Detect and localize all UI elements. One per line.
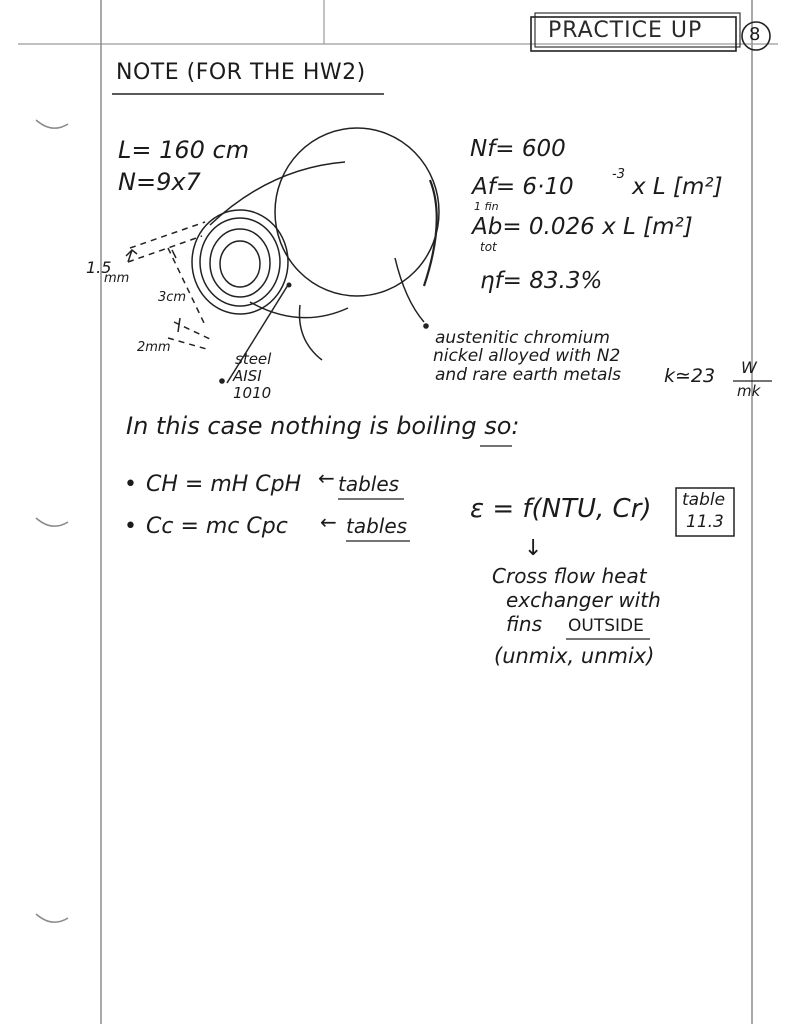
fin-area: Af= 6·10 bbox=[472, 174, 574, 200]
conclusion-emphasis: OUTSIDE bbox=[568, 616, 644, 636]
finned-tube-figure bbox=[125, 127, 440, 384]
bullet-arrow: ← bbox=[318, 466, 335, 490]
conductivity-unit-denominator: mk bbox=[737, 382, 761, 400]
effectiveness-equation: ε = f(NTU, Cr) bbox=[470, 494, 652, 524]
leader-dot-steel bbox=[219, 378, 225, 384]
dim-wall: 2mm bbox=[137, 340, 171, 355]
fin-efficiency: ηf= 83.3% bbox=[480, 268, 603, 294]
dim-fin-thickness-value: 1.5 bbox=[86, 258, 112, 277]
leader-dot-inner bbox=[286, 282, 292, 288]
tube-material-2: AISI bbox=[233, 367, 262, 385]
header-box bbox=[530, 16, 737, 52]
punch-hole-middle bbox=[35, 517, 69, 527]
bullet-lhs: CH = mH CpH bbox=[146, 472, 302, 497]
page-number-circle bbox=[741, 21, 771, 51]
table-ref-line-2: 11.3 bbox=[686, 512, 724, 532]
page-title: PRACTICE UP bbox=[548, 18, 703, 43]
fin-count: Nf= 600 bbox=[470, 136, 566, 162]
leader-dot-fin bbox=[423, 323, 429, 329]
bullet-lhs: Cc = mc Cpc bbox=[146, 514, 288, 539]
page-number: 8 bbox=[749, 24, 761, 45]
conclusion-line-3: fins bbox=[506, 612, 543, 636]
fin-material-3: and rare earth metals bbox=[435, 365, 622, 385]
base-area: Ab= 0.026 x L [m²] bbox=[472, 214, 693, 240]
fin-area-tail: x L [m²] bbox=[632, 174, 723, 200]
bullet-arrow: ← bbox=[320, 510, 337, 534]
tube-material-1: steel bbox=[235, 350, 272, 368]
bullet-dot: • bbox=[124, 472, 137, 497]
bullet-tail: tables bbox=[346, 514, 408, 538]
dim-fin-thickness-unit: mm bbox=[104, 271, 130, 286]
tube-material-3: 1010 bbox=[233, 384, 272, 402]
table-ref-line-1: table bbox=[682, 490, 726, 510]
dim-diameter: 3cm bbox=[158, 290, 187, 305]
fin-material-1: austenitic chromium bbox=[435, 328, 610, 348]
note-heading: NOTE (FOR THE HW2) bbox=[116, 60, 366, 85]
punch-hole-top bbox=[35, 119, 69, 129]
conclusion-line-1: Cross flow heat bbox=[492, 564, 647, 588]
fin-area-subscript: 1 fin bbox=[474, 200, 499, 213]
given-arrangement: N=9x7 bbox=[118, 168, 201, 196]
down-arrow: ↓ bbox=[524, 536, 543, 561]
table-ref-box bbox=[675, 487, 735, 537]
conductivity-unit-numerator: W bbox=[741, 358, 757, 377]
conductivity-value: k≃23 bbox=[664, 365, 716, 387]
conclusion-line-4: (unmix, unmix) bbox=[494, 644, 655, 668]
punch-hole-bottom bbox=[35, 913, 69, 923]
base-area-subscript: tot bbox=[480, 240, 497, 254]
bullet-dot: • bbox=[124, 514, 137, 539]
conclusion-line-2: exchanger with bbox=[506, 588, 661, 612]
bullet-tail: tables bbox=[338, 472, 400, 496]
fin-area-exponent: -3 bbox=[612, 167, 625, 182]
fin-material-2: nickel alloyed with N2 bbox=[433, 346, 621, 366]
statement: In this case nothing is boiling so: bbox=[126, 412, 520, 440]
given-length: L= 160 cm bbox=[118, 136, 250, 164]
